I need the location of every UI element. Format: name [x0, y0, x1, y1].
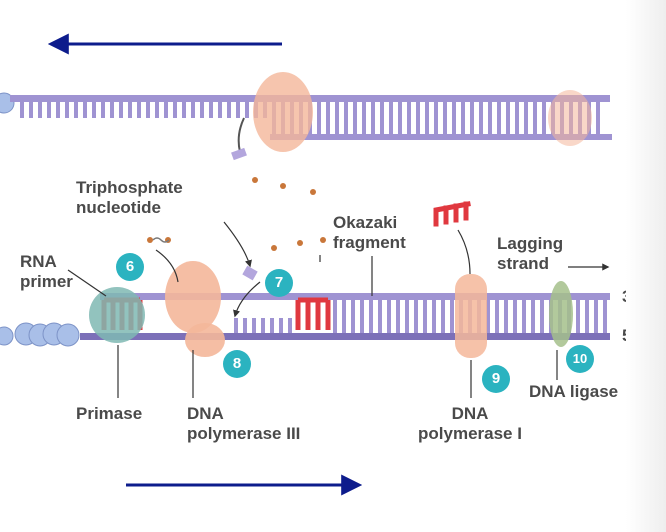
bead-chain	[0, 322, 80, 347]
label-lagging-strand: Lagging strand	[497, 234, 563, 274]
top-enzyme-right	[548, 90, 592, 146]
incoming-nucleotide	[242, 265, 258, 281]
okazaki-rna-fragment	[433, 201, 471, 227]
label-primase: Primase	[76, 404, 143, 423]
label-dna-ligase: DNA ligase	[529, 382, 619, 401]
step-badge-10: 10	[566, 345, 594, 373]
label-triphosphate: Triphosphate nucleotide	[76, 178, 183, 218]
label-lagging-line1: Lagging	[497, 234, 564, 253]
label-rna-line1: RNA	[20, 252, 57, 271]
label-dna-pol1-line2: polymerase I	[418, 424, 522, 443]
leader-lines	[67, 221, 610, 398]
step-badge-8: 8	[223, 350, 251, 378]
page-edge-shadow	[626, 0, 666, 532]
label-dna-polymerase-i: DNA polymerase I	[410, 404, 530, 444]
label-dna-polymerase-iii: DNA polymerase III	[187, 404, 300, 444]
label-okazaki: Okazaki fragment	[333, 213, 406, 253]
label-rna-primer: RNA primer	[20, 252, 73, 292]
free-nucleotides	[147, 177, 326, 251]
label-dna-pol3-line2: polymerase III	[187, 424, 301, 443]
bottom-dna-strands	[0, 201, 610, 358]
label-rna-line2: primer	[20, 272, 73, 291]
label-triphosphate-line1: Triphosphate	[76, 178, 183, 197]
dna-ligase	[549, 281, 573, 347]
label-lagging-line2: strand	[497, 254, 549, 273]
step-badge-9: 9	[482, 365, 510, 393]
dna-polymerase-iii	[165, 261, 221, 333]
label-dna-pol1-line1: DNA	[451, 404, 489, 423]
step-badge-6: 6	[116, 253, 144, 281]
rna-primer-segment-2	[295, 297, 331, 330]
lagging-strand-upper	[100, 293, 610, 300]
top-enzyme-left	[253, 72, 313, 152]
primase	[89, 287, 145, 343]
dna-polymerase-i	[455, 274, 487, 358]
label-triphosphate-line2: nucleotide	[76, 198, 162, 217]
label-dna-pol3-line1: DNA	[187, 404, 224, 423]
top-dna-strand	[0, 72, 612, 161]
step-badge-7: 7	[265, 269, 293, 297]
template-strand-lower	[80, 333, 610, 340]
label-okazaki-line2: fragment	[333, 233, 406, 252]
label-okazaki-line1: Okazaki	[333, 213, 398, 232]
